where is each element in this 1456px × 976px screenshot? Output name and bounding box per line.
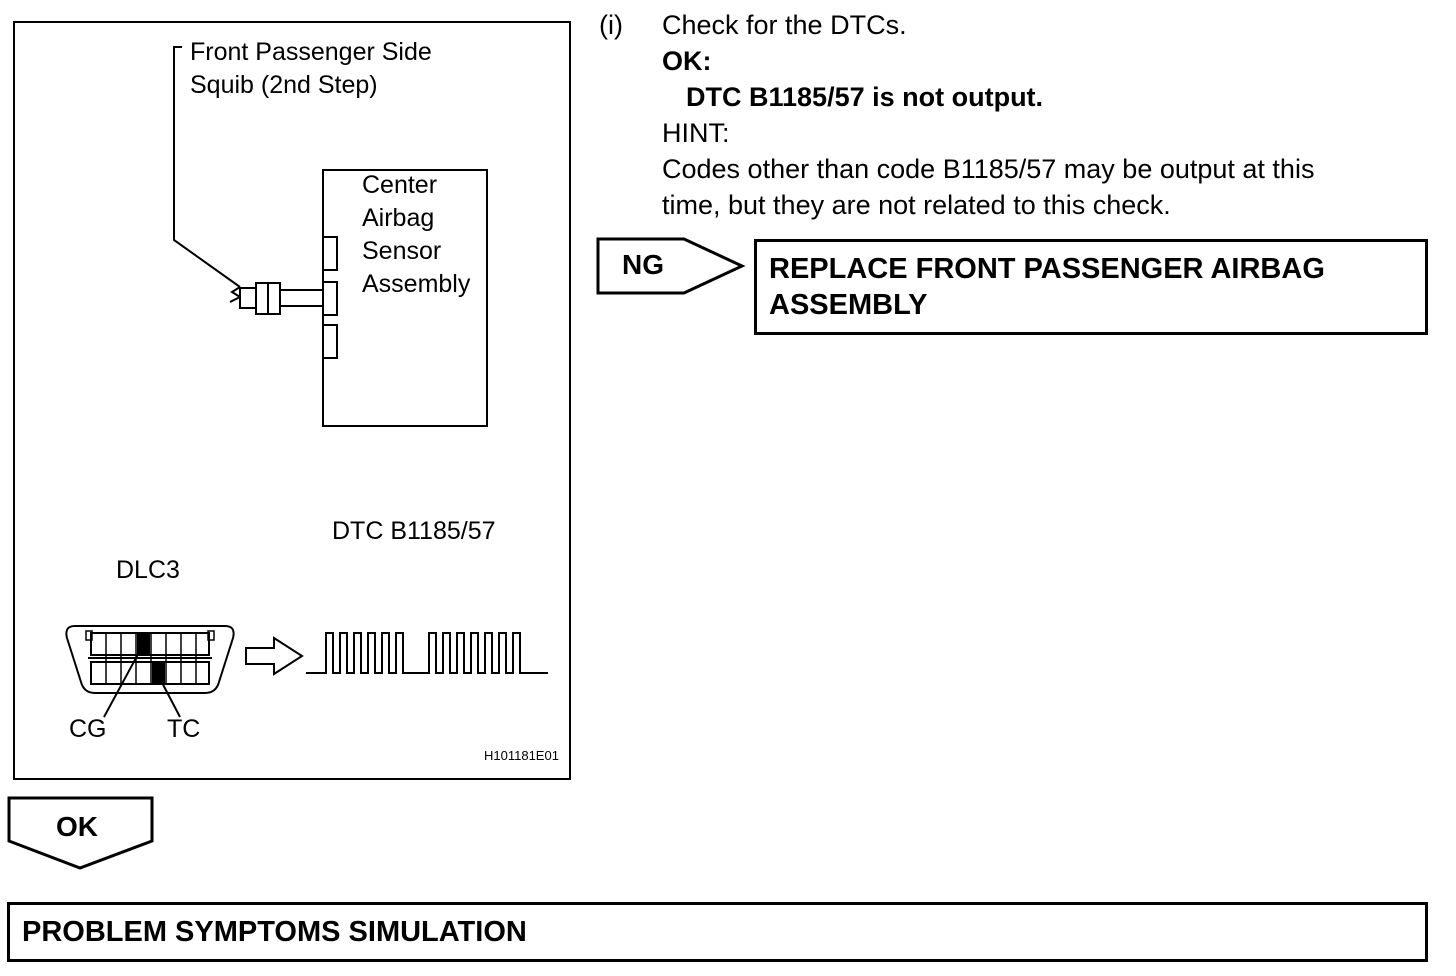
ok-tag-label: OK [56, 811, 98, 842]
ng-arrow-tag [596, 237, 746, 295]
cg-leader [103, 644, 144, 718]
sensor-label-line: Sensor [362, 237, 442, 265]
squib-label-line2: Squib (2nd Step) [190, 71, 378, 99]
squib-leader-line [173, 46, 241, 288]
next-step-box[interactable]: PROBLEM SYMPTOMS SIMULATION [7, 902, 1428, 962]
tc-leader [157, 674, 181, 718]
dtc-waveform [306, 632, 548, 674]
hint-text-line2: time, but they are not related to this c… [662, 190, 1171, 220]
squib-tip [229, 286, 243, 303]
squib-label-line1: Front Passenger Side [190, 38, 432, 66]
squib-label: Front Passenger Side Squib (2nd Step) [190, 36, 432, 102]
step-marker: (i) [599, 10, 623, 40]
tc-label: TC [167, 715, 201, 743]
next-step-title: PROBLEM SYMPTOMS SIMULATION [22, 916, 527, 948]
ng-tag-label: NG [622, 249, 664, 280]
sensor-label-line: Airbag [362, 204, 435, 232]
figure-panel [13, 21, 571, 780]
ng-action-line2: ASSEMBLY [769, 289, 928, 321]
ok-arrow-tag [7, 796, 154, 870]
dtc-label: DTC B1185/57 [332, 517, 496, 545]
signal-arrow [245, 636, 304, 676]
hint-text-line1: Codes other than code B1185/57 may be ou… [662, 154, 1315, 184]
ok-condition: DTC B1185/57 is not output. [686, 82, 1044, 112]
sensor-label-line: Center [362, 171, 438, 199]
ok-label: OK: [662, 46, 712, 76]
tc-terminal [152, 663, 165, 683]
sensor-label: Center Airbag Sensor Assembly [362, 169, 470, 301]
sensor-pin-1 [322, 236, 338, 271]
wiring-diagram [65, 46, 548, 718]
sensor-pin-2 [322, 281, 338, 316]
sensor-pin-3 [322, 324, 338, 359]
dlc3-connector [65, 625, 235, 718]
step-instruction: Check for the DTCs. [662, 10, 907, 40]
step-instructions: Check for the DTCs. OK: DTC B1185/57 is … [662, 7, 1442, 223]
ng-action-line1: REPLACE FRONT PASSENGER AIRBAG [769, 253, 1325, 285]
squib-connector [239, 282, 326, 315]
sensor-label-line: Assembly [362, 270, 471, 298]
figure-id: H101181E01 [484, 748, 559, 763]
hint-label: HINT: [662, 118, 730, 148]
dlc3-label: DLC3 [116, 556, 180, 584]
cg-label: CG [69, 715, 107, 743]
ng-action-box[interactable]: REPLACE FRONT PASSENGER AIRBAG ASSEMBLY [754, 239, 1428, 335]
